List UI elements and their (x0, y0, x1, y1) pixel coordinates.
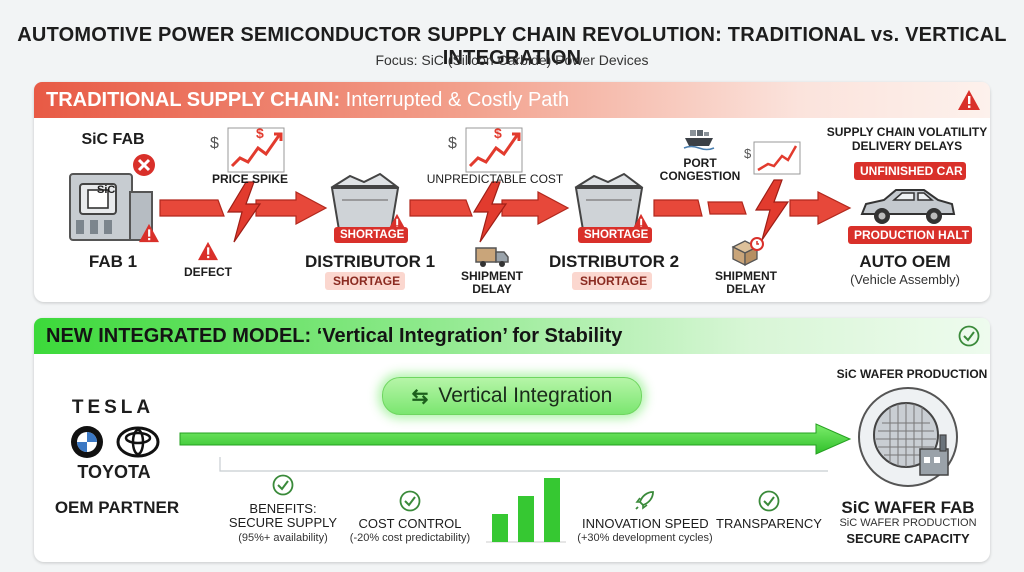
cost-chart-icon-3: $ (744, 141, 801, 175)
tesla-logo: TESLA (71, 397, 155, 418)
benefit-secure-supply-title: BENEFITS: SECURE SUPPLY (228, 501, 338, 530)
vertical-integration-pill: ⇆ Vertical Integration (382, 377, 642, 415)
distributor-1-label: DISTRIBUTOR 1 (305, 252, 436, 271)
rocket-icon (635, 491, 654, 510)
svg-text:$: $ (744, 146, 752, 161)
svg-text:$: $ (210, 135, 219, 152)
traditional-banner-title: TRADITIONAL SUPPLY CHAIN: Interrupted & … (46, 89, 570, 111)
defect-warning-icon (198, 241, 218, 261)
truck-icon-1 (475, 247, 509, 267)
wafer-fab-label: SiC WAFER FAB (841, 498, 975, 517)
fab-title: SiC FAB (81, 131, 145, 148)
port-congestion-label: PORT CONGESTION (659, 156, 741, 183)
secure-capacity-label: SECURE CAPACITY (846, 531, 970, 546)
cost-chart-icon: $ $ (448, 125, 523, 173)
broken-arrow-3 (653, 191, 852, 225)
lightning-icon-3 (754, 179, 790, 241)
traditional-banner (34, 82, 990, 118)
svg-text:$: $ (494, 125, 502, 141)
benefit-cost-control-sub: (-20% cost predictability) (349, 532, 471, 544)
wafer-production-sub: SiC WAFER PRODUCTION (839, 517, 977, 529)
unpredictable-cost-label: UNPREDICTABLE COST (426, 172, 564, 186)
auto-oem-sub: (Vehicle Assembly) (850, 272, 960, 287)
broken-arrow-1 (159, 191, 328, 225)
fab-building-icon (69, 173, 153, 241)
svg-text:$: $ (256, 125, 264, 141)
lightning-icon-2 (472, 181, 508, 243)
toyota-wordmark: TOYOTA (77, 462, 151, 482)
production-halt-badge: PRODUCTION HALT (848, 226, 972, 244)
shortage-badge-1: SHORTAGE (334, 227, 408, 243)
volatility-label: SUPPLY CHAIN VOLATILITY (826, 125, 988, 139)
secure-supply-check-icon (272, 474, 294, 496)
integrated-banner (34, 318, 990, 354)
package-icon (731, 237, 764, 267)
benefit-innovation-title: INNOVATION SPEED (582, 516, 709, 531)
oem-partner-label: OEM PARTNER (54, 498, 180, 517)
auto-oem-label: AUTO OEM (859, 252, 951, 271)
lightning-icon (226, 181, 262, 243)
benefit-cost-control-title: COST CONTROL (358, 516, 462, 531)
cost-control-check-icon (399, 490, 421, 512)
page-subtitle: Focus: SiC (Silicon Carbide) Power Devic… (375, 52, 649, 68)
traditional-panel (34, 82, 990, 302)
distributor-2-label: DISTRIBUTOR 2 (549, 252, 680, 271)
growth-bars-icon (486, 478, 566, 543)
toyota-logo (116, 426, 160, 458)
check-circle-icon (958, 325, 980, 347)
wafer-production-top-label: SiC WAFER PRODUCTION (836, 367, 988, 381)
integrated-banner-title: NEW INTEGRATED MODEL: ‘Vertical Integrat… (46, 325, 623, 347)
ship-icon (683, 130, 715, 151)
benefit-transparency-title: TRANSPARENCY (716, 516, 822, 531)
shortage-badge-2: SHORTAGE (578, 227, 652, 243)
shipment-delay-label-2: SHIPMENT DELAY (714, 269, 777, 296)
benefit-connectors (219, 457, 828, 472)
warning-icon (958, 90, 980, 110)
broken-arrow-2 (409, 191, 570, 225)
price-spike-label: PRICE SPIKE (211, 172, 289, 186)
swap-arrows-icon: ⇆ (411, 385, 429, 408)
price-chart-icon: $ $ (210, 125, 285, 173)
integration-arrow (179, 423, 852, 455)
page-title: AUTOMOTIVE POWER SEMICONDUCTOR SUPPLY CH… (17, 24, 1007, 69)
chip-label: SiC (97, 184, 116, 196)
shortage-label-2: SHORTAGE (572, 272, 652, 290)
defect-label: DEFECT (184, 265, 232, 279)
shortage-label-1: SHORTAGE (325, 272, 405, 290)
error-x-icon (133, 154, 155, 176)
bin-icon-1 (330, 172, 400, 237)
benefit-secure-supply-sub: (95%+ availability) (238, 532, 328, 544)
bmw-logo (71, 426, 103, 458)
fab-warning-icon (139, 223, 159, 243)
transparency-check-icon (758, 490, 780, 512)
delivery-delays-label: DELIVERY DELAYS (851, 139, 963, 153)
benefit-innovation-sub: (+30% development cycles) (577, 532, 713, 544)
fab-label: FAB 1 (88, 252, 138, 271)
car-icon (860, 189, 956, 224)
wafer-fab-icon (858, 387, 958, 487)
shipment-delay-label-1: SHIPMENT DELAY (460, 269, 523, 296)
unfinished-car-badge: UNFINISHED CAR (854, 162, 966, 180)
vertical-integration-label: Vertical Integration (438, 384, 613, 407)
svg-text:$: $ (448, 135, 457, 152)
